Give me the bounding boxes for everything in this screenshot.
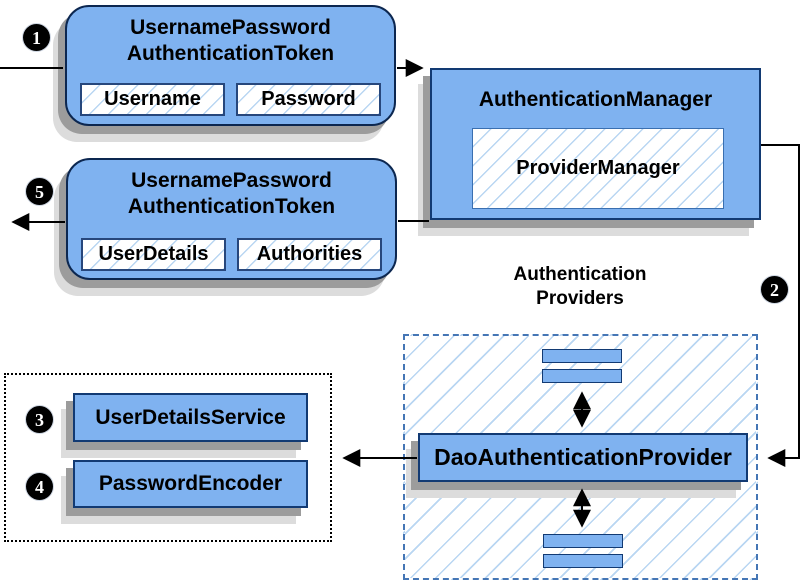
step-5-badge: 5 [26,178,53,205]
dao-authentication-provider-label: DaoAuthenticationProvider [434,444,732,470]
provider-stack-bar-top-2 [542,369,622,383]
provider-stack-bar-top-1 [542,349,622,363]
username-field: Username [80,83,225,116]
username-password-token-request-box: UsernamePassword AuthenticationToken Use… [65,5,396,126]
token-response-title-line2: AuthenticationToken [127,194,336,218]
token-request-title-line1: UsernamePassword [130,16,331,39]
token-response-fields: UserDetails Authorities [81,238,382,271]
username-password-token-response-box: UsernamePassword AuthenticationToken Use… [66,158,397,280]
provider-manager-box: ProviderManager [472,128,724,209]
user-details-service-box: UserDetailsService [73,393,308,442]
password-encoder-box: PasswordEncoder [73,460,308,508]
provider-manager-label: ProviderManager [516,157,680,179]
authentication-providers-label: Authentication Providers [470,263,690,311]
token-response-title-line1: UsernamePassword [131,169,332,192]
step-1-badge: 1 [23,24,50,51]
password-encoder-label: PasswordEncoder [98,472,283,495]
token-request-title: UsernamePassword AuthenticationToken [67,15,394,66]
authentication-manager-title: AuthenticationManager [478,88,713,111]
token-request-fields: Username Password [80,83,381,116]
authentication-providers-label-line2: Providers [536,287,624,309]
provider-stack-bar-bottom-2 [543,554,623,568]
dao-authentication-provider-box: DaoAuthenticationProvider [418,433,748,482]
provider-stack-bar-bottom-1 [543,534,623,548]
password-field: Password [236,83,381,116]
user-details-field: UserDetails [81,238,226,271]
step-2-badge: 2 [761,276,788,303]
authentication-manager-box: AuthenticationManager ProviderManager [430,68,761,220]
token-request-title-line2: AuthenticationToken [126,41,335,65]
step-3-badge: 3 [26,406,53,433]
step-4-badge: 4 [26,473,53,500]
authorities-field: Authorities [237,238,382,271]
services-group [4,373,332,542]
token-response-title: UsernamePassword AuthenticationToken [68,168,395,219]
authentication-providers-label-line1: Authentication [513,264,647,285]
user-details-service-label: UserDetailsService [95,405,286,429]
